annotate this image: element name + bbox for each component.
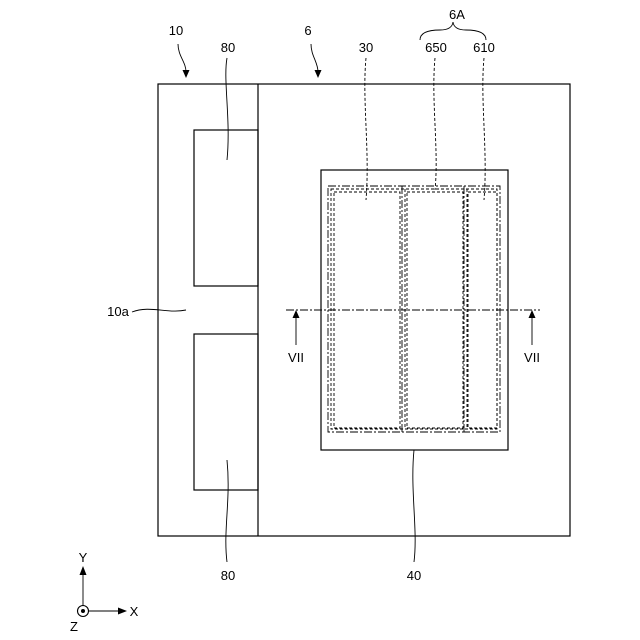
- leader-arrow-6-head: [315, 70, 322, 78]
- leader-line-pad-top: [226, 58, 228, 160]
- label-element-650: 650: [425, 40, 447, 55]
- leader-arrow-6: [311, 44, 318, 72]
- axis-x-arrowhead: [118, 608, 127, 615]
- pad-top: [194, 130, 258, 286]
- label-pad-top: 80: [221, 40, 235, 55]
- leader-line-30: [365, 58, 367, 200]
- label-section-left: VII: [288, 350, 304, 365]
- leader-line-610: [483, 58, 485, 200]
- coordinate-axes: Y X Z: [70, 550, 139, 634]
- axis-x-label: X: [130, 604, 139, 619]
- label-section-right: VII: [524, 350, 540, 365]
- element-array-outer-dash: [331, 189, 497, 429]
- section-arrow-left-head: [293, 310, 300, 318]
- element-array-outer-dashdot: [328, 186, 500, 432]
- label-element-30: 30: [359, 40, 373, 55]
- leader-line-window: [413, 450, 415, 562]
- leader-line-pad-bottom: [226, 460, 228, 562]
- label-substrate: 6: [304, 23, 311, 38]
- label-window: 40: [407, 568, 421, 583]
- leader-arrow-10-head: [183, 70, 190, 78]
- axis-y-label: Y: [79, 550, 88, 565]
- brace-6a: [420, 22, 486, 40]
- section-arrow-right-head: [529, 310, 536, 318]
- label-slit: 10a: [107, 304, 129, 319]
- axis-z-dot: [81, 609, 85, 613]
- leader-arrow-10: [178, 44, 186, 72]
- axis-y-arrowhead: [80, 566, 87, 575]
- element-array: [328, 186, 500, 432]
- axis-z-label: Z: [70, 619, 78, 634]
- leader-line-slit: [132, 309, 186, 312]
- label-group: 6A: [449, 7, 465, 22]
- label-pad-bottom: 80: [221, 568, 235, 583]
- label-element-610: 610: [473, 40, 495, 55]
- pad-bottom: [194, 334, 258, 490]
- label-device: 10: [169, 23, 183, 38]
